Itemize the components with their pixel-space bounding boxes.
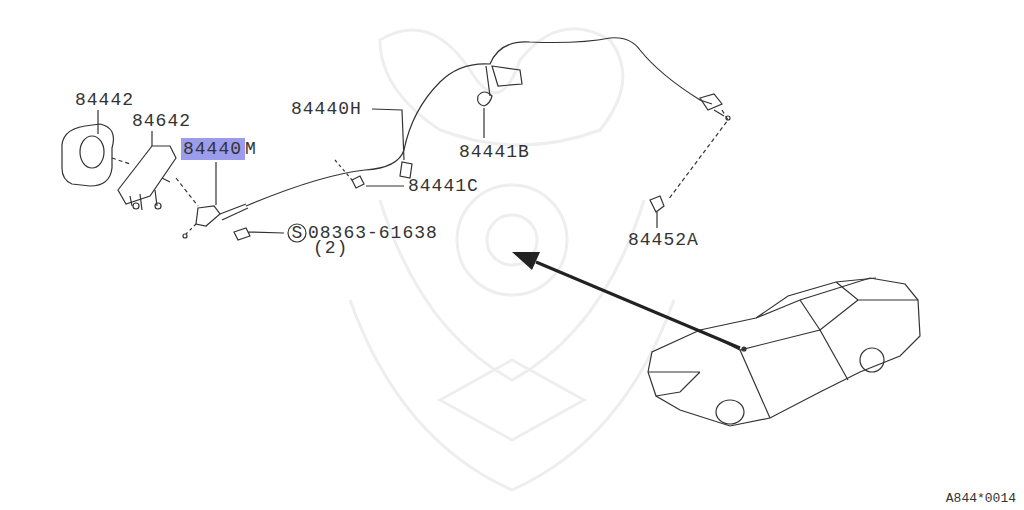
callout-number: (2) bbox=[313, 238, 348, 258]
linework bbox=[62, 38, 920, 426]
leader-line bbox=[656, 212, 657, 228]
bolt bbox=[234, 228, 284, 240]
leader-line bbox=[483, 108, 484, 138]
arrow-head bbox=[512, 252, 540, 270]
car bbox=[648, 278, 920, 426]
leader-line bbox=[97, 110, 98, 134]
plate-hole bbox=[80, 136, 104, 168]
figure-code: A844*0014 bbox=[946, 491, 1016, 506]
callout-number: 84642 bbox=[132, 111, 191, 131]
callout-number: 84440 bbox=[181, 138, 245, 160]
plate bbox=[62, 124, 114, 186]
pointer-arrow bbox=[536, 262, 740, 348]
cable-end bbox=[196, 206, 220, 226]
clip bbox=[650, 196, 664, 212]
leader-line bbox=[366, 185, 404, 186]
callout-number: 84441C bbox=[408, 176, 479, 196]
clip bbox=[352, 176, 364, 188]
cable-end bbox=[700, 94, 724, 116]
watermark bbox=[350, 29, 674, 490]
callout-number: 84440H bbox=[291, 99, 362, 119]
leader-line bbox=[215, 162, 216, 205]
callout-number: 84452A bbox=[628, 230, 699, 250]
bracket bbox=[118, 146, 176, 204]
standard-part-symbol: S bbox=[288, 223, 306, 243]
cable bbox=[246, 38, 712, 206]
leader-line bbox=[151, 131, 152, 146]
callout-number: M bbox=[243, 138, 259, 160]
symbol-circle bbox=[288, 224, 306, 242]
sleeve bbox=[400, 162, 412, 178]
callout-number: 84441B bbox=[459, 142, 530, 162]
leader-line bbox=[372, 109, 404, 160]
highlight-box: 84440M bbox=[181, 138, 245, 160]
callout-number: 84442 bbox=[75, 90, 134, 110]
